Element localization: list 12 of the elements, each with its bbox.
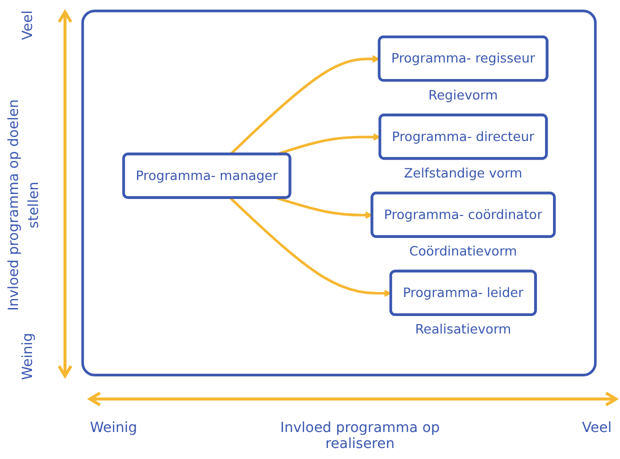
axis-label: Invloed programma op doelen stellen <box>5 98 43 313</box>
axis-label: Invloed programma op realiseren <box>280 420 440 452</box>
quadrant-label: Coördinatievorm <box>409 244 518 260</box>
axis-label: Veel <box>20 10 36 40</box>
axis-label: Weinig <box>90 420 138 436</box>
quadrant-label: Realisatievorm <box>415 322 512 338</box>
quadrant-label: Regievorm <box>428 88 498 104</box>
cluster <box>81 10 597 376</box>
arrow <box>229 55 380 156</box>
quadrant-label: Zelfstandige vorm <box>404 166 522 182</box>
axis-label: Weinig <box>20 332 36 380</box>
axis-label: Veel <box>582 420 612 436</box>
